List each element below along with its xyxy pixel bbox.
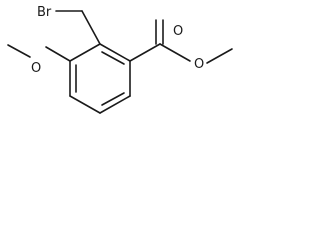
ester-methyl-bond <box>206 48 233 64</box>
benzene-ring <box>69 43 131 114</box>
carbonyl-to-ester-o-bond <box>159 43 191 62</box>
ring-double-bond-2 <box>101 92 125 106</box>
methoxy-methyl-bond <box>7 44 31 58</box>
methyl-ester-group: O O <box>129 19 233 72</box>
molecule-structure: Br O O O <box>7 5 233 114</box>
carbonyl-oxygen-label: O <box>173 24 183 39</box>
ring-double-bond-1 <box>101 51 125 65</box>
ring-bond-3 <box>99 95 131 114</box>
ch2-bond <box>81 10 101 45</box>
bromomethyl-group: Br <box>37 5 101 45</box>
bromine-label: Br <box>37 5 52 20</box>
methoxy-oxygen-label: O <box>31 61 41 76</box>
ring-bond-4 <box>69 95 101 114</box>
ring-to-methoxy-o-bond <box>45 46 71 62</box>
ester-oxygen-label: O <box>194 57 204 72</box>
ring-to-carbonyl-bond <box>129 43 161 62</box>
methoxy-group: O <box>7 44 71 76</box>
ring-bond-6 <box>69 43 101 62</box>
ring-bond-1 <box>99 43 131 62</box>
